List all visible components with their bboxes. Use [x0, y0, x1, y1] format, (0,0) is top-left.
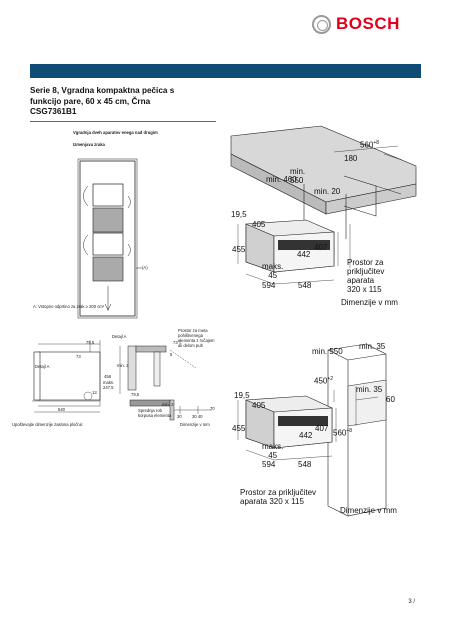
dim-min550-d: min. 550 — [312, 347, 343, 356]
clearance-note-line-2: korpusa elementa — [138, 413, 172, 418]
dim-455-d: 455 — [232, 424, 246, 433]
connection-space-line-3: aparata — [347, 276, 375, 285]
dim-560-d: 560+8 — [333, 427, 352, 438]
connection-space-label-d: Prostor za priključitev aparata 320 x 11… — [240, 488, 316, 506]
title-line-1: Serie 8, Vgradna kompaktna pečica s — [30, 86, 175, 95]
dim-560-d-tolerance: +8 — [346, 428, 353, 434]
dim-73: 73 — [76, 354, 81, 359]
dim-min550: min.550 — [290, 167, 305, 185]
dim-maks45-d-value: 45 — [268, 451, 278, 460]
dim-min2: min. 2 — [162, 402, 174, 407]
side-note-line-1: Prostor za meta — [178, 328, 208, 333]
dim-560-tolerance: +8 — [373, 140, 380, 146]
diagram-tall-cabinet-install: min. 550 min. 35 450+2 min. 35 60 19,5 4… — [226, 340, 426, 520]
stacked-install-drawing — [77, 158, 142, 319]
dim-30-40: 30 40 — [192, 414, 203, 419]
dim-594-d: 594 — [262, 460, 276, 469]
side-note-line-2: pohištvenega — [178, 333, 203, 338]
diagram-c-caption: Upoštevajte dimenzije zaslona pločnic — [12, 422, 83, 427]
side-note: Prostor za meta pohištvenega elementa z … — [178, 328, 215, 348]
dim-450-tolerance: +2 — [327, 376, 334, 382]
brand-logo: BOSCH — [312, 14, 400, 34]
dim-540: 540 — [58, 407, 65, 412]
title-divider — [30, 121, 216, 122]
side-note-line-4: ali delom pult — [178, 343, 203, 348]
dim-maks45-value: 45 — [268, 271, 278, 280]
dim-458: 458 — [104, 374, 111, 379]
dim-maks-247-value: 247,5 — [103, 385, 114, 390]
diagram-niche-install: 560+8 180 min.550 min. 460 min. 20 19,5 … — [226, 124, 426, 312]
dim-min460: min. 460 — [266, 175, 297, 184]
side-note-line-3: elementa z ročajem — [178, 338, 215, 343]
dim-450-value: 450 — [314, 376, 328, 386]
detail-a-left-label: Detajl A — [35, 364, 50, 369]
diagram-stacked-install: Vgradnja dveh aparatov enega nad drugim … — [33, 126, 225, 326]
niche-install-drawing — [230, 125, 417, 285]
connection-space-label: Prostor za priključitev aparata 320 x 11… — [347, 258, 384, 294]
diagram-a-footnote: A: Vstopno odprtino za zrak ≥ 200 cm² — [33, 304, 105, 309]
dim-548: 548 — [298, 281, 312, 290]
dim-maks45-d-label: maks. — [262, 442, 284, 451]
page-number: 3 / — [408, 599, 415, 605]
dim-maks-247-label: maks. — [103, 380, 115, 385]
model-number: CSG7361B1 — [30, 107, 77, 116]
connection-space-line-4: 320 x 115 — [347, 285, 382, 294]
dim-19-5-d: 19,5 — [234, 391, 250, 400]
dim-73-b: 73 — [173, 340, 178, 345]
header-band — [30, 64, 421, 78]
dim-19-5: 19,5 — [231, 210, 247, 219]
dim-70: 70 — [210, 406, 215, 411]
connection-space-line-1: Prostor za — [347, 258, 384, 267]
dim-560-value: 560 — [360, 140, 374, 150]
dim-405-d: 405 — [252, 401, 266, 410]
dim-min550-label: min. — [290, 167, 306, 176]
dim-450: 450+2 — [314, 375, 333, 386]
units-label-d: Dimenzije v mm — [340, 506, 397, 515]
dim-5: 5 — [170, 352, 173, 357]
dim-30: 30 — [177, 414, 182, 419]
clearance-note: Sprednja rob korpusa elementa — [138, 408, 171, 418]
side-details-drawing — [32, 340, 212, 421]
dim-min20: min. 20 — [314, 187, 341, 196]
detail-a-top-label: Detajl A — [112, 334, 127, 339]
dim-79-5-b: 79,5 — [131, 392, 140, 397]
dim-407: 407 — [314, 243, 328, 252]
dim-594: 594 — [262, 281, 276, 290]
dim-442-d: 442 — [299, 431, 313, 440]
dim-maks-247-5: maks.247,5 — [103, 380, 114, 390]
dim-maks45: maks.45 — [262, 262, 283, 280]
dim-min3: min. 3 — [117, 363, 129, 368]
connection-space-d-line-1: Prostor za priključitev — [240, 488, 317, 497]
diagram-a-heading-1: Vgradnja dveh aparatov enega nad drugim — [73, 130, 158, 135]
dim-180: 180 — [344, 154, 358, 163]
clearance-note-line-1: Sprednja rob — [138, 408, 162, 413]
diagram-a-marker: (A) — [142, 265, 148, 270]
diagram-side-details: 79,5 73 Detajl A Detajl A min. 3 458 mak… — [12, 328, 220, 430]
tall-cabinet-drawing — [237, 343, 387, 517]
dim-60: 60 — [386, 395, 395, 404]
dim-min550-value: 550 — [290, 176, 304, 185]
dim-min35-top: min. 35 — [359, 342, 386, 351]
dim-13: 13 — [92, 390, 97, 395]
connection-space-line-2: priključitev — [347, 267, 385, 276]
units-label-c: Dimenzije v mm — [180, 422, 210, 427]
dim-maks45-d: maks.45 — [262, 442, 283, 460]
title-line-2: funkcijo pare, 60 x 45 cm, Črna — [30, 96, 151, 106]
units-label-b: Dimenzije v mm — [341, 298, 398, 307]
dim-455: 455 — [232, 245, 246, 254]
dim-maks45-label: maks. — [262, 262, 284, 271]
diagram-a-heading-2: Izmenjava zraka — [73, 142, 105, 147]
dim-560-d-value: 560 — [333, 428, 347, 438]
dim-405: 405 — [252, 220, 266, 229]
bosch-armature-icon — [312, 14, 331, 34]
brand-name: BOSCH — [336, 14, 400, 33]
dim-560: 560+8 — [360, 139, 379, 150]
dim-548-d: 548 — [298, 460, 312, 469]
product-title: Serie 8, Vgradna kompaktna pečica s funk… — [30, 86, 280, 118]
dim-79-5: 79,5 — [86, 340, 95, 345]
connection-space-d-line-2: aparata 320 x 115 — [240, 497, 304, 506]
dim-min35-mid: min. 35 — [356, 385, 383, 394]
dim-442: 442 — [297, 250, 311, 259]
dim-407-d: 407 — [315, 424, 329, 433]
